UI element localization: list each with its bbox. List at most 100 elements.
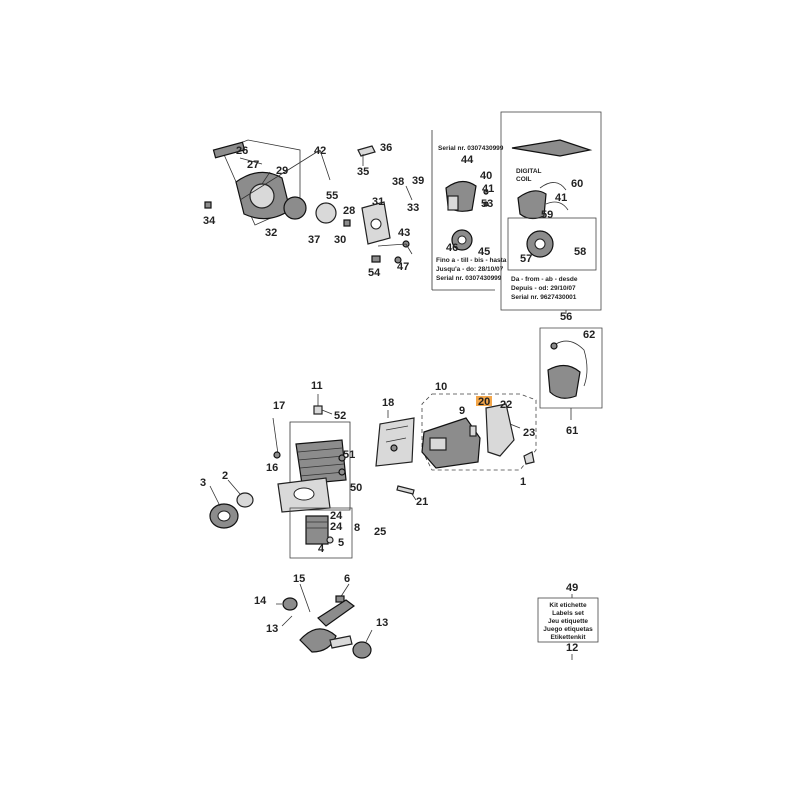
muffler xyxy=(421,417,481,469)
crank-pin xyxy=(329,635,353,649)
callout-29: 29 xyxy=(276,165,288,177)
starter-pulley xyxy=(283,196,307,220)
callout-35: 35 xyxy=(357,166,369,178)
callout-18: 18 xyxy=(382,397,394,409)
callout-53: 53 xyxy=(481,198,493,210)
bolt-1 xyxy=(523,451,535,465)
starter-pulley-center xyxy=(249,183,275,209)
callout-55: 55 xyxy=(326,190,338,202)
callout-32: 32 xyxy=(265,227,277,239)
module-frame xyxy=(539,327,603,409)
ignition-module-box xyxy=(539,327,603,420)
callout-26: 26 xyxy=(236,145,248,157)
labels-kit-line-2: Labels set xyxy=(552,610,585,617)
cylinder xyxy=(295,439,347,485)
callout-2: 2 xyxy=(222,470,228,482)
callout-39: 39 xyxy=(412,175,424,187)
callout-21: 21 xyxy=(416,496,428,508)
callout-46: 46 xyxy=(446,242,458,254)
callout-43: 43 xyxy=(398,227,410,239)
labels-kit: 49 Kit etichette Labels set Jeu etiquett… xyxy=(537,582,599,660)
callout-9: 9 xyxy=(459,405,465,417)
bolt-34 xyxy=(204,201,212,209)
callout-16: 16 xyxy=(266,462,278,474)
callout-12: 12 xyxy=(566,642,578,654)
fino-line-2: Jusqu'a - do: 28/10/07 xyxy=(436,266,504,273)
part-54 xyxy=(371,255,381,263)
callout-30: 30 xyxy=(334,234,346,246)
serial-top-note: Serial nr. 0307430999 xyxy=(438,145,504,152)
callout-36: 36 xyxy=(380,142,392,154)
callout-15: 15 xyxy=(293,573,305,585)
callout-37: 37 xyxy=(308,234,320,246)
screw-23 xyxy=(509,423,521,429)
da-line-3: Serial nr. 9627430001 xyxy=(511,294,577,301)
callout-56: 56 xyxy=(560,311,572,323)
heat-shield xyxy=(375,417,415,467)
labels-kit-box xyxy=(537,597,599,643)
callout-25: 25 xyxy=(374,526,386,538)
key-6 xyxy=(335,595,345,603)
callout-62: 62 xyxy=(583,329,595,341)
muffler-plate xyxy=(485,403,515,457)
callout-4: 4 xyxy=(318,543,325,555)
shield-and-plug xyxy=(375,410,417,501)
callout-31: 31 xyxy=(372,196,384,208)
callout-8: 8 xyxy=(354,522,360,534)
callout-61: 61 xyxy=(566,425,578,437)
seal-2 xyxy=(236,492,254,508)
fino-line-3: Serial nr. 0307430999 xyxy=(436,275,502,282)
callout-51: 51 xyxy=(343,449,355,461)
screw-30 xyxy=(343,219,351,227)
callout-20: 20 xyxy=(478,396,490,408)
piston-pin xyxy=(326,536,334,544)
callout-40: 40 xyxy=(480,170,492,182)
callout-47: 47 xyxy=(397,261,409,273)
callout-59: 59 xyxy=(541,209,553,221)
callout-27: 27 xyxy=(247,159,259,171)
screw-39 xyxy=(405,185,413,201)
callout-54: 54 xyxy=(368,267,381,279)
callout-52: 52 xyxy=(334,410,346,422)
callout-11: 11 xyxy=(311,380,323,392)
callout-14: 14 xyxy=(254,595,267,607)
callout-10: 10 xyxy=(435,381,447,393)
labels-kit-line-4: Juego etiquetas xyxy=(543,626,593,633)
callout-20-highlight xyxy=(476,396,492,406)
part-47 xyxy=(394,256,402,264)
starter-handle xyxy=(212,141,246,159)
callout-34: 34 xyxy=(203,215,216,227)
flywheel-box xyxy=(507,217,597,271)
da-line-2: Depuis - od: 29/10/07 xyxy=(511,285,576,292)
callout-6: 6 xyxy=(344,573,350,585)
small-parts-top xyxy=(357,145,413,264)
labels-kit-line-5: Etikettenkit xyxy=(550,634,586,641)
callout-60: 60 xyxy=(571,178,583,190)
piston-box xyxy=(289,507,353,559)
spark-plug xyxy=(396,485,415,495)
callout-41-new: 41 xyxy=(555,192,567,204)
digital-line-1: DIGITAL xyxy=(516,168,542,175)
part-51 xyxy=(338,454,346,462)
callout-38: 38 xyxy=(392,176,404,188)
callout-42: 42 xyxy=(314,145,326,157)
callout-45: 45 xyxy=(478,246,490,258)
callout-22: 22 xyxy=(500,399,512,411)
muffler-group xyxy=(421,393,537,471)
callout-24-top: 24 xyxy=(330,510,343,522)
digital-coil-box: DIGITAL COIL Da - from - ab - desde Depu… xyxy=(500,111,602,314)
callout-1: 1 xyxy=(520,476,526,488)
callout-23: 23 xyxy=(523,427,535,439)
labels-kit-line-3: Jeu etiquette xyxy=(548,618,588,625)
callout-28: 28 xyxy=(343,205,355,217)
crankshaft-group xyxy=(276,583,373,659)
digital-coil-frame xyxy=(500,111,602,311)
part-36 xyxy=(357,145,376,157)
cylinder-group xyxy=(272,394,353,559)
callout-44: 44 xyxy=(461,154,474,166)
digital-line-2: COIL xyxy=(516,176,532,183)
ignition-box-old: Serial nr. 0307430999 Fino a - till - bi… xyxy=(431,130,507,291)
callout-17: 17 xyxy=(273,400,285,412)
callout-13-left: 13 xyxy=(266,623,278,635)
crank-web xyxy=(299,628,337,653)
